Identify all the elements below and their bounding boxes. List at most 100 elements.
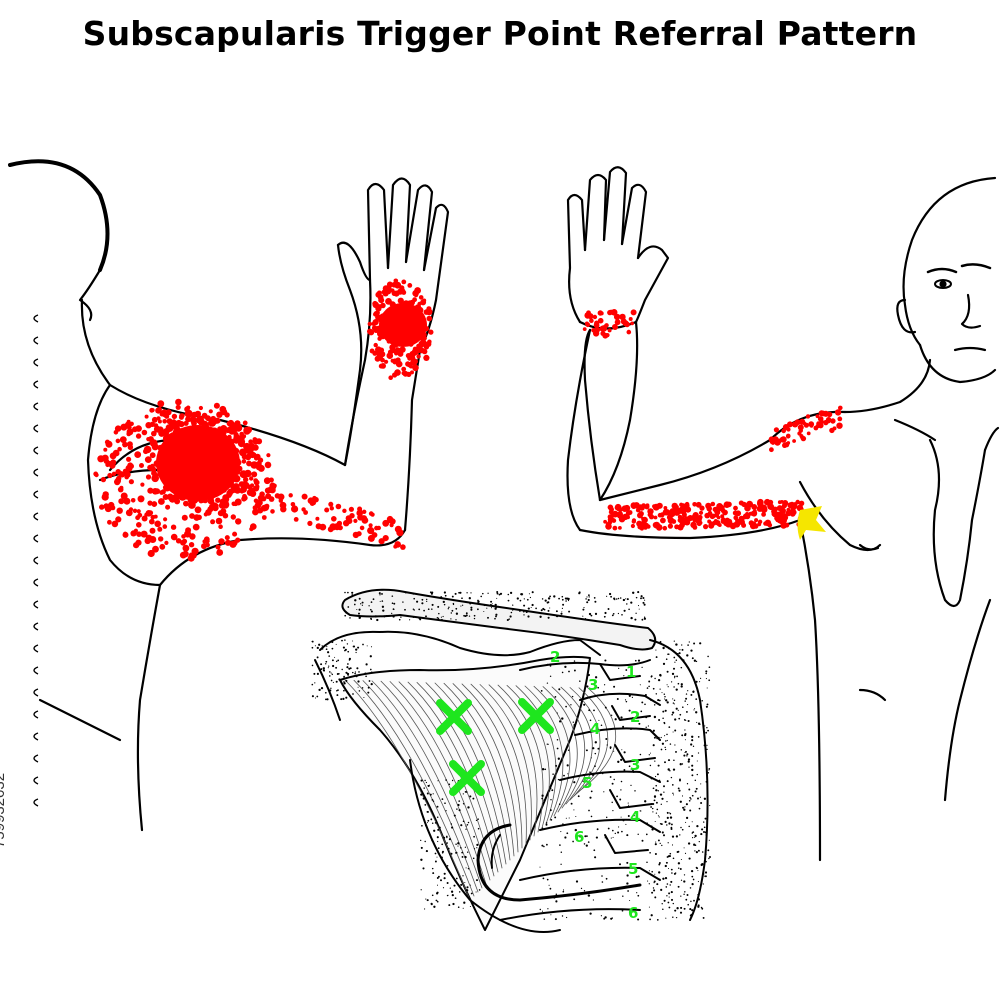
stipple-dot	[549, 675, 552, 677]
stipple-dot	[622, 819, 625, 822]
stipple-dot	[665, 861, 668, 864]
stipple-dot	[477, 599, 479, 602]
referral-pain-dot	[164, 540, 169, 546]
stipple-dot	[431, 839, 433, 842]
stipple-dot	[436, 816, 439, 818]
referral-pain-dot	[779, 507, 786, 515]
stipple-dot	[370, 610, 373, 613]
stipple-dot	[584, 617, 587, 620]
stipple-dot	[653, 704, 656, 706]
stipple-dot	[672, 857, 675, 860]
stipple-dot	[313, 672, 316, 675]
referral-pain-dot	[152, 545, 159, 553]
stipple-dot	[663, 791, 665, 793]
secondary-point-marker	[797, 506, 826, 540]
referral-pain-dot	[420, 299, 427, 306]
stipple-dot	[343, 682, 346, 685]
referral-pain-dot	[362, 509, 367, 514]
stipple-dot	[445, 779, 447, 781]
stipple-dot	[652, 744, 655, 747]
stipple-dot	[311, 641, 313, 643]
referral-pain-dot	[219, 462, 226, 469]
stipple-dot	[634, 659, 637, 662]
referral-pain-dot	[792, 439, 796, 443]
stipple-dot	[675, 872, 677, 874]
referral-pain-dot	[412, 327, 417, 332]
referral-pain-dot	[736, 518, 742, 525]
stipple-dot	[549, 809, 552, 812]
stipple-dot	[648, 680, 651, 683]
stipple-dot	[625, 823, 627, 825]
stipple-dot	[370, 618, 373, 621]
stipple-dot	[543, 918, 546, 920]
stipple-dot	[478, 889, 481, 891]
stipple-dot	[587, 598, 590, 602]
stipple-dot	[708, 679, 711, 682]
stipple-dot	[549, 595, 552, 598]
stipple-dot	[326, 698, 329, 701]
referral-pain-dot	[224, 412, 230, 418]
referral-pain-dot	[207, 439, 213, 445]
stipple-dot	[547, 597, 551, 600]
stipple-dot	[311, 646, 314, 649]
spine-marks	[33, 314, 39, 807]
stipple-dot	[662, 834, 666, 837]
stipple-dot	[650, 806, 652, 808]
stipple-dot	[703, 821, 705, 823]
stipple-dot	[605, 738, 608, 740]
stipple-dot	[585, 835, 588, 838]
stipple-dot	[697, 752, 700, 754]
stipple-dot	[418, 617, 421, 620]
stipple-dot	[613, 750, 615, 752]
stipple-dot	[452, 603, 455, 606]
stipple-dot	[677, 652, 679, 655]
referral-pain-dot	[768, 499, 774, 505]
stipple-dot	[638, 608, 640, 610]
stipple-dot	[561, 915, 564, 917]
stipple-dot	[591, 773, 595, 776]
stipple-dot	[337, 689, 339, 691]
referral-pain-dot	[167, 433, 175, 441]
stipple-dot	[585, 844, 588, 847]
stipple-dot	[463, 614, 466, 617]
stipple-dot	[683, 847, 685, 849]
stipple-dot	[440, 856, 443, 859]
referral-pain-dot	[219, 405, 227, 413]
stipple-dot	[696, 797, 700, 800]
stipple-dot	[469, 795, 472, 798]
muscle-fibre	[577, 687, 617, 793]
stipple-dot	[344, 677, 346, 679]
stipple-dot	[692, 837, 694, 839]
stipple-dot	[331, 647, 334, 650]
stipple-dot	[692, 878, 695, 881]
stipple-dot	[648, 906, 650, 908]
stipple-dot	[686, 783, 689, 785]
stipple-dot	[612, 829, 614, 832]
stipple-dot	[443, 603, 446, 606]
stipple-dot	[567, 773, 569, 775]
stipple-dot	[332, 681, 334, 683]
stipple-dot	[666, 739, 668, 742]
stipple-dot	[357, 680, 360, 683]
referral-pain-dot	[181, 514, 188, 521]
bone-stippling	[311, 591, 711, 921]
referral-pain-dot	[792, 502, 798, 507]
stipple-dot	[681, 795, 684, 797]
referral-pain-dot	[393, 340, 400, 346]
referral-pain-dot	[288, 493, 293, 498]
referral-pain-dot	[782, 513, 787, 518]
stipple-dot	[311, 664, 314, 667]
stipple-dot	[345, 611, 348, 614]
stipple-dot	[393, 602, 396, 605]
stipple-dot	[477, 608, 479, 611]
stipple-dot	[358, 597, 361, 600]
stipple-dot	[656, 737, 658, 740]
stipple-dot	[454, 897, 457, 900]
referral-pain-dot	[410, 359, 416, 366]
referral-pain-dot	[706, 505, 712, 512]
stipple-dot	[512, 609, 514, 611]
stipple-dot	[627, 815, 630, 817]
stipple-dot	[588, 709, 591, 712]
referral-pain-dot	[627, 510, 633, 515]
stipple-dot	[658, 862, 661, 864]
